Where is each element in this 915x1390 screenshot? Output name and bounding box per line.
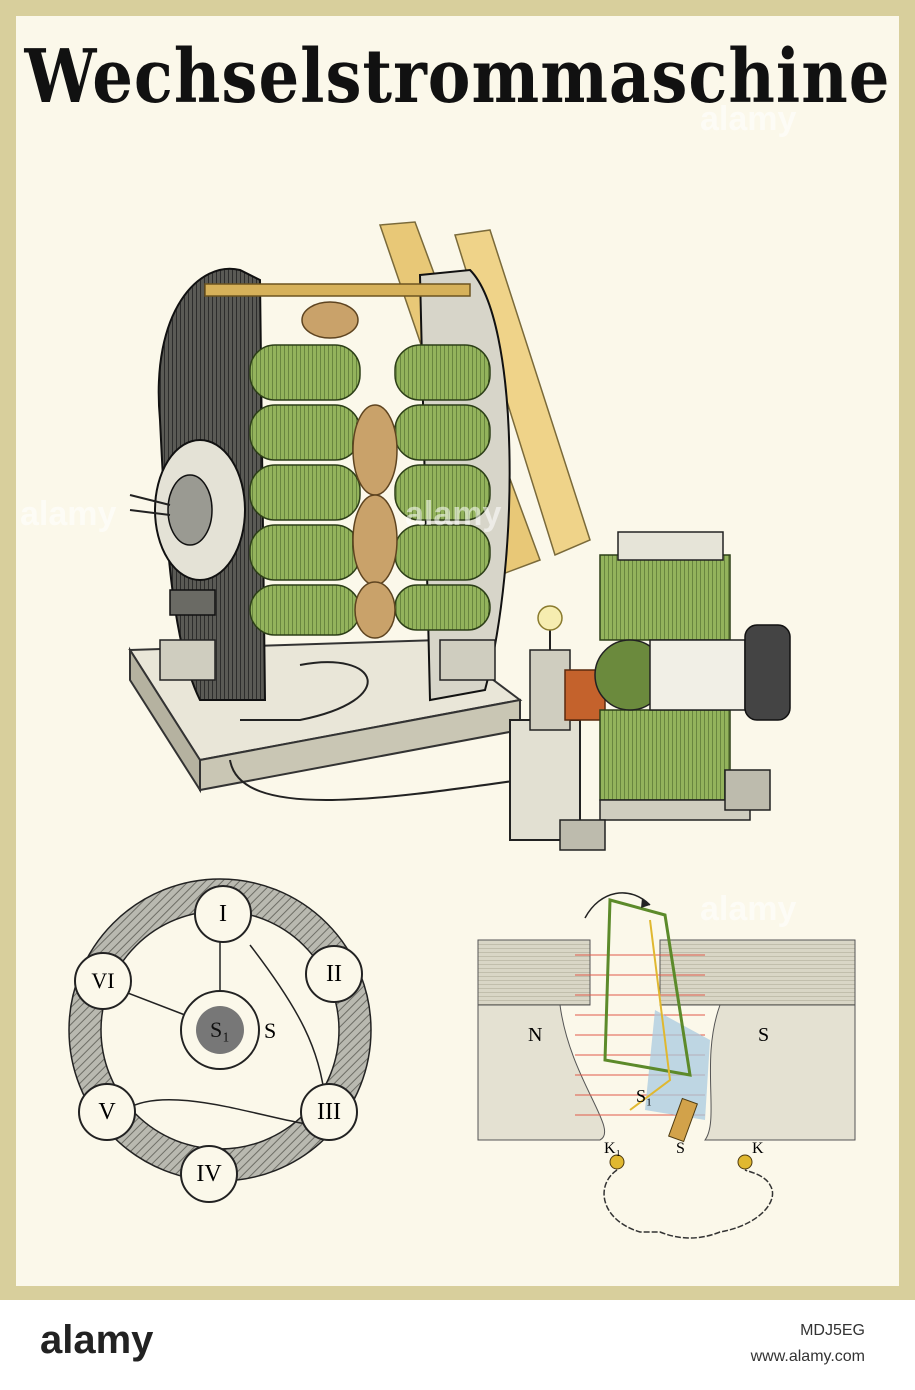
footer-bar xyxy=(0,1300,915,1390)
coil-iv: IV xyxy=(180,1145,238,1203)
loop-diagram xyxy=(477,892,856,1239)
coil-iv-label: IV xyxy=(196,1160,222,1187)
brush-k-label: K xyxy=(752,1140,764,1157)
watermark-top-right: alamy xyxy=(700,100,797,138)
slip-ring-label: S₁ xyxy=(636,1086,653,1106)
pointer-label: S xyxy=(264,1018,277,1043)
coil-i: I xyxy=(194,885,252,943)
exciter-dynamo xyxy=(509,531,791,851)
coil-ii-label: II xyxy=(326,960,342,987)
north-pole-piece xyxy=(477,1004,606,1141)
footer-logo: alamy xyxy=(40,1318,154,1362)
coil-iii-label: III xyxy=(317,1098,341,1125)
coil-vi-label: VI xyxy=(91,968,115,993)
watermark-lower-right: alamy xyxy=(700,890,797,928)
pole-s-label: S xyxy=(758,1024,770,1046)
south-pole-piece xyxy=(704,1004,856,1141)
coil-i-label: I xyxy=(219,900,227,927)
center-slip-ring: S₁ xyxy=(180,990,260,1070)
illustrations xyxy=(68,221,856,1239)
brush-k1-label: K₁ xyxy=(604,1140,622,1157)
alternator-machine xyxy=(128,221,591,801)
coil-iii: III xyxy=(300,1083,358,1141)
coil-vi: VI xyxy=(74,952,132,1010)
lamp-bulb xyxy=(537,605,563,631)
coil-v-label: V xyxy=(98,1098,116,1125)
image-id: MDJ5EG xyxy=(800,1322,865,1339)
brush-s-label: S xyxy=(676,1140,685,1157)
coil-stack xyxy=(249,301,491,639)
center-label: S₁ xyxy=(210,1017,230,1042)
plate-title: Wechselstrommaschine xyxy=(24,34,891,121)
tie-rod xyxy=(204,283,471,297)
watermark-left: alamy xyxy=(20,495,117,533)
pole-n-label: N xyxy=(528,1024,543,1046)
coil-ii: II xyxy=(305,945,363,1003)
watermark-center: alamy xyxy=(405,495,502,533)
footer-url[interactable]: www.alamy.com xyxy=(750,1348,865,1365)
coil-v: V xyxy=(78,1083,136,1141)
